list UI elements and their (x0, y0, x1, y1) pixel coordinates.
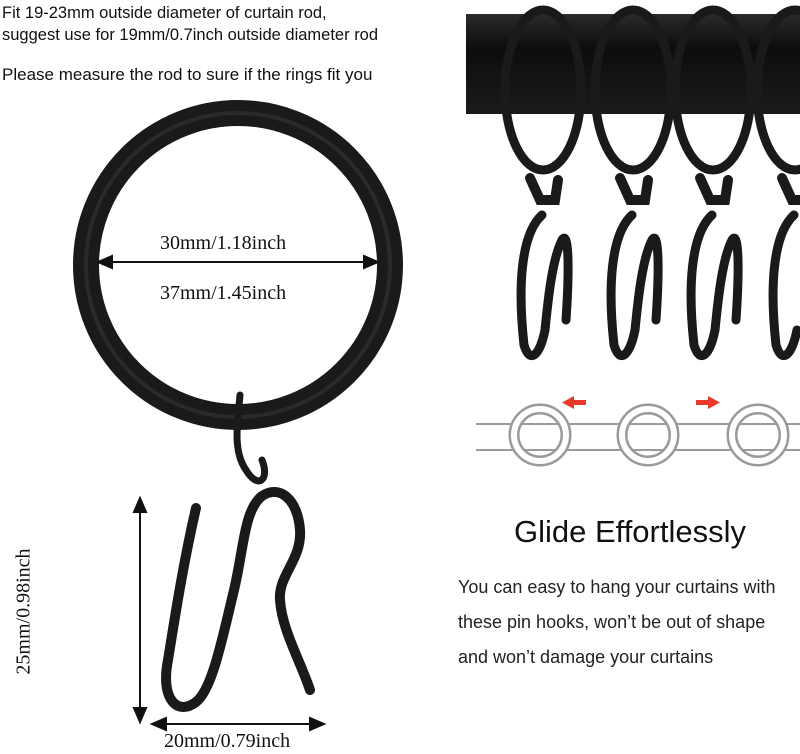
rod-ring-1 (500, 5, 586, 361)
hook-width-label: 20mm/0.79inch (164, 730, 291, 752)
measure-note: Please measure the rod to sure if the ri… (2, 65, 373, 84)
fit-info-line2: suggest use for 19mm/0.7inch outside dia… (2, 26, 379, 44)
glide-arrow-icon (562, 396, 586, 409)
outer-diameter-label: 37mm/1.45inch (160, 282, 287, 304)
inner-diameter-arrow (95, 254, 381, 270)
hook-width-arrow (149, 716, 327, 732)
glide-ring-3 (726, 403, 790, 467)
glide-title: Glide Effortlessly (513, 514, 746, 549)
inner-diameter-label: 30mm/1.18inch (160, 232, 287, 254)
connector-loop-icon (233, 391, 269, 485)
rod-ring-4 (752, 5, 800, 361)
glide-description: You can easy to hang your curtains with … (458, 577, 776, 667)
rod-ring-3 (670, 5, 756, 361)
pin-hook-icon (161, 487, 315, 712)
glide-ring-2 (616, 403, 680, 467)
glide-ring-1 (508, 403, 572, 467)
fit-info-line1: Fit 19-23mm outside diameter of curtain … (2, 4, 327, 22)
hook-height-arrow (132, 495, 148, 725)
fit-info: Fit 19-23mm outside diameter of curtain … (2, 2, 462, 46)
glide-arrow-icon-right (696, 396, 720, 409)
